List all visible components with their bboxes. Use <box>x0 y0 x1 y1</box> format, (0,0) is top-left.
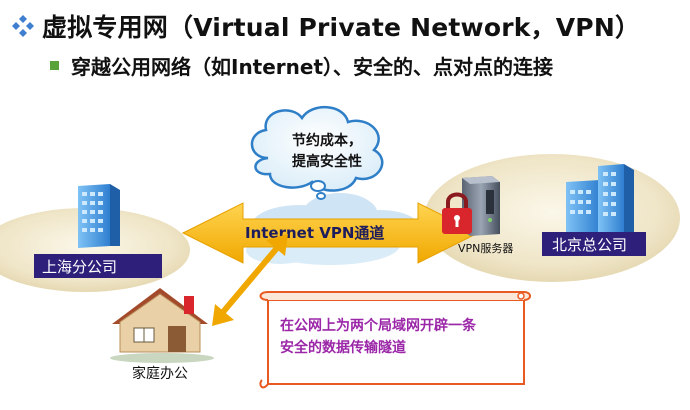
office-building-icon <box>78 184 120 248</box>
home-office-label: 家庭办公 <box>132 365 188 382</box>
page-subtitle: 穿越公用网络（如Internet）、安全的、点对点的连接 <box>71 54 554 79</box>
title-row: 虚拟专用网（Virtual Private Network，VPN） <box>10 8 640 44</box>
scroll-note <box>259 291 531 389</box>
page-title: 虚拟专用网（Virtual Private Network，VPN） <box>42 13 641 42</box>
scroll-note-line1: 在公网上为两个局域网开辟一条 <box>280 317 477 334</box>
scroll-note-line2: 安全的数据传输隧道 <box>280 339 406 356</box>
thought-cloud <box>250 105 384 200</box>
tunnel-label: Internet VPN通道 <box>245 224 384 242</box>
square-bullet-icon <box>50 60 59 70</box>
office-buildings-icon <box>566 164 634 234</box>
vpn-server-label: VPN服务器 <box>458 242 513 255</box>
shanghai-label: 上海分公司 <box>42 258 117 276</box>
cloud-note-line1: 节约成本， <box>292 132 362 149</box>
beijing-label-box <box>542 232 646 256</box>
beijing-label: 北京总公司 <box>552 236 627 254</box>
home-link-arrow <box>212 234 288 326</box>
house-icon <box>110 288 214 363</box>
diamond-bullet-icon <box>12 15 34 37</box>
cloud-note-line2: 提高安全性 <box>292 153 362 170</box>
subtitle-row: 穿越公用网络（如Internet）、安全的、点对点的连接 <box>50 50 553 80</box>
shanghai-label-box <box>34 254 162 278</box>
vpn-server-lock-icon <box>442 176 500 236</box>
